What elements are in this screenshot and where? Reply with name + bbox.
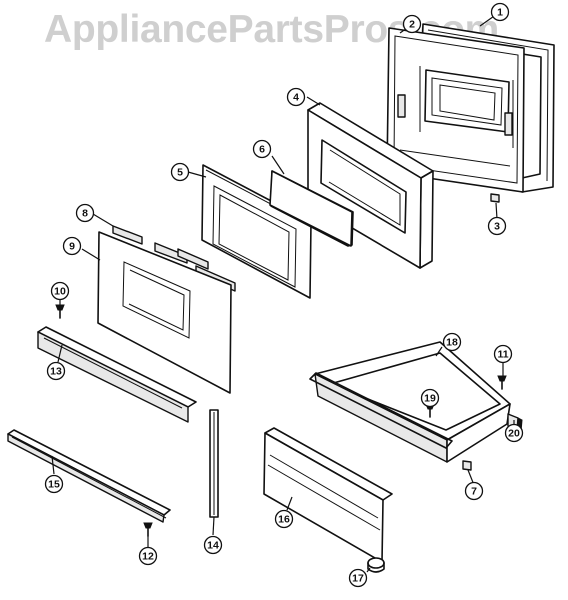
callout-label: 16 <box>278 514 290 526</box>
callout-label: 14 <box>207 540 219 552</box>
callout-11: 11 <box>493 344 513 364</box>
callout-3: 3 <box>487 216 507 236</box>
callout-2: 2 <box>402 14 422 34</box>
callout-label: 10 <box>54 286 66 298</box>
callout-circle <box>504 423 524 443</box>
callout-circle <box>348 568 368 588</box>
callout-circle <box>46 361 66 381</box>
callout-label: 9 <box>69 241 75 253</box>
callout-circle <box>252 139 272 159</box>
callout-6: 6 <box>252 139 272 159</box>
callout-label: 20 <box>508 428 520 440</box>
callout-circle <box>44 474 64 494</box>
part-16-drawer-front <box>263 427 393 563</box>
callout-label: 4 <box>293 92 299 104</box>
callout-label: 17 <box>352 573 364 585</box>
callout-label: 11 <box>497 349 508 361</box>
callout-circle <box>170 162 190 182</box>
callout-16: 16 <box>274 509 294 529</box>
part-10-screw <box>55 304 65 319</box>
callout-label: 18 <box>446 337 458 349</box>
part-6-window-glass <box>269 170 354 247</box>
callout-circle <box>50 281 70 301</box>
callout-4: 4 <box>286 87 306 107</box>
callout-circle <box>490 2 510 22</box>
callout-label: 12 <box>142 551 154 563</box>
part-12-screw <box>143 522 153 537</box>
callout-label: 8 <box>82 208 88 220</box>
callout-20: 20 <box>504 423 524 443</box>
callout-label: 1 <box>497 7 503 19</box>
callout-circle <box>487 216 507 236</box>
part-14-side-trim <box>209 409 219 518</box>
callout-19: 19 <box>420 388 440 408</box>
callout-circle <box>442 332 462 352</box>
part-17-foot <box>367 557 385 573</box>
callout-label: 5 <box>177 167 183 179</box>
callout-label: 13 <box>50 366 62 378</box>
callout-9: 9 <box>62 236 82 256</box>
callout-8: 8 <box>75 203 95 223</box>
callout-label: 3 <box>494 221 500 233</box>
callout-circle <box>75 203 95 223</box>
callout-13: 13 <box>46 361 66 381</box>
callout-1: 1 <box>490 2 510 22</box>
callout-14: 14 <box>203 535 223 555</box>
callout-circle <box>493 344 513 364</box>
callout-circle <box>138 546 158 566</box>
part-18-storage-drawer <box>309 341 511 463</box>
callout-circle <box>62 236 82 256</box>
callout-circle <box>402 14 422 34</box>
part-9-outer-door-panel <box>97 231 232 394</box>
callout-12: 12 <box>138 546 158 566</box>
callout-7: 7 <box>464 481 484 501</box>
part-11-screw <box>497 375 507 390</box>
callout-17: 17 <box>348 568 368 588</box>
callout-label: 7 <box>471 486 477 498</box>
callout-circle <box>420 388 440 408</box>
callout-circle <box>203 535 223 555</box>
part-4-door-liner <box>307 102 434 269</box>
callout-circle <box>286 87 306 107</box>
callout-circle <box>464 481 484 501</box>
callout-label: 2 <box>409 19 415 31</box>
part-2-inner-door-panel <box>386 27 525 193</box>
part-7-clip <box>462 460 472 471</box>
callout-15: 15 <box>44 474 64 494</box>
callout-circle <box>274 509 294 529</box>
callout-10: 10 <box>50 281 70 301</box>
callout-label: 6 <box>259 144 265 156</box>
callout-label: 19 <box>424 393 436 405</box>
callout-label: 15 <box>48 479 60 491</box>
callout-18: 18 <box>442 332 462 352</box>
callout-5: 5 <box>170 162 190 182</box>
part-3-clip <box>490 193 500 203</box>
part-15-drawer-slide <box>7 429 171 523</box>
part-13-door-trim <box>37 326 197 423</box>
